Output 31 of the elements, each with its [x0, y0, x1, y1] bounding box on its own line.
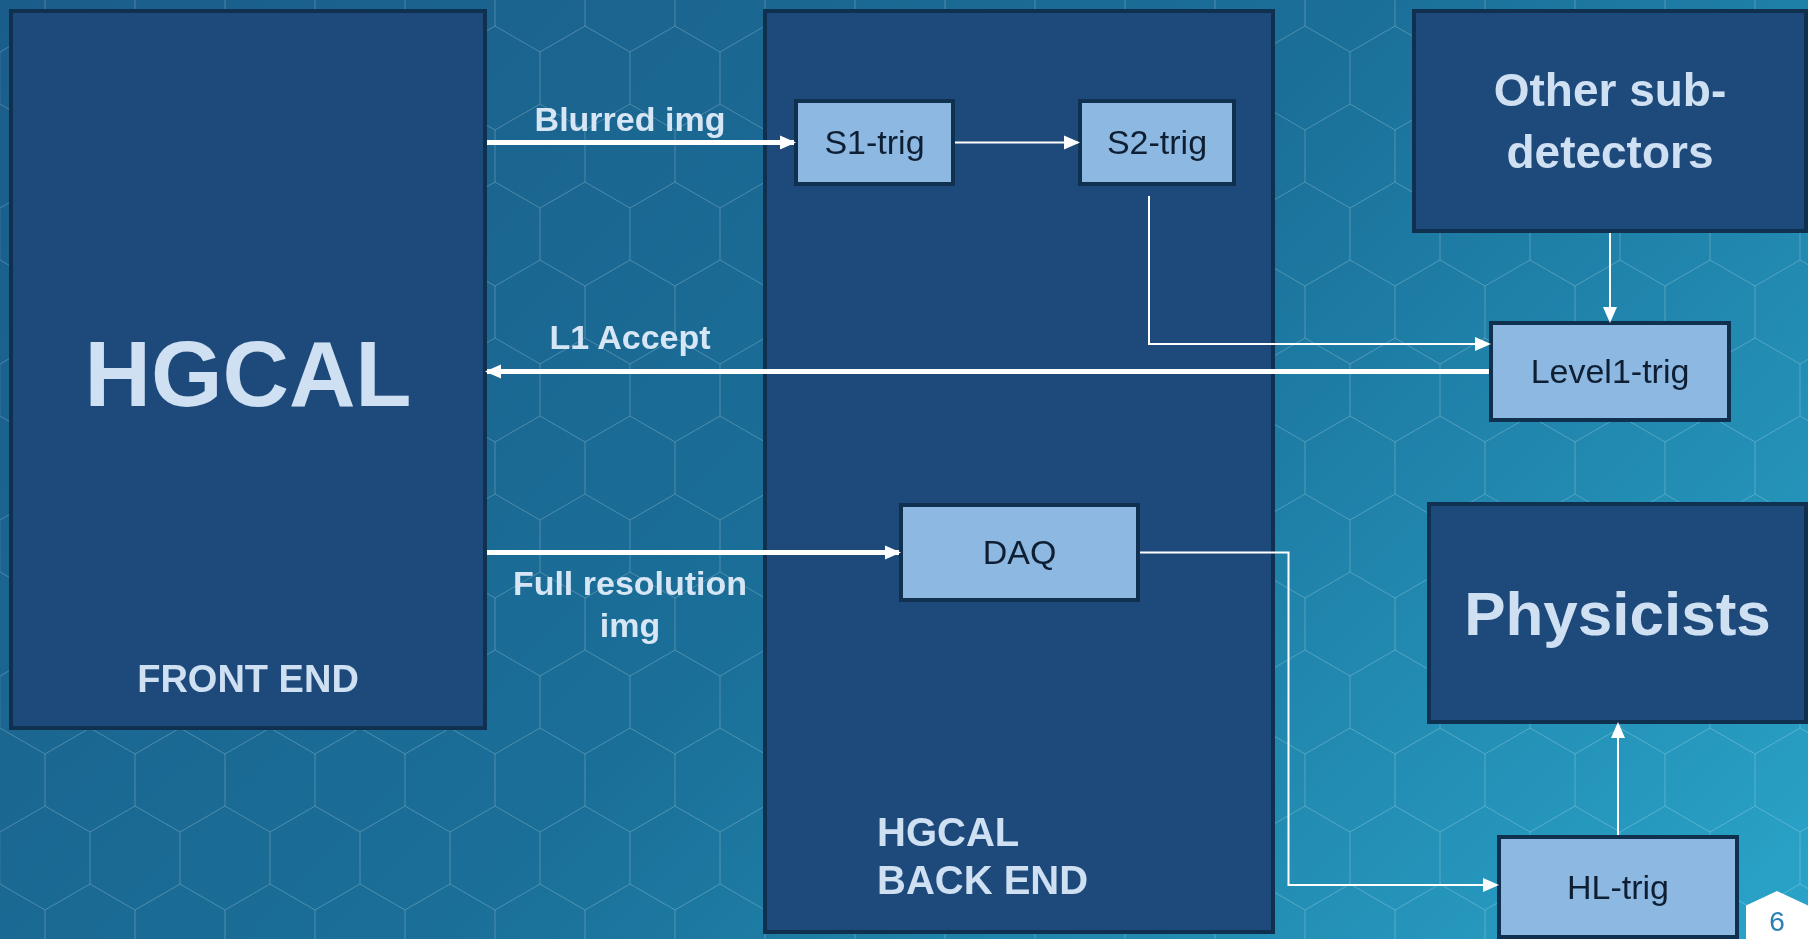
process-box	[899, 503, 1140, 602]
page-number: 6	[1746, 891, 1808, 939]
process-box	[9, 9, 487, 730]
edge-label: Full resolution img	[511, 563, 749, 646]
node-title: HGCAL BACK END	[877, 809, 1090, 904]
process-box	[1427, 502, 1808, 724]
process-box	[794, 99, 955, 186]
node-label: DAQ	[982, 532, 1057, 573]
arrow	[1148, 195, 1491, 351]
arrow	[1139, 551, 1499, 892]
process-box	[1078, 99, 1236, 186]
arrow	[485, 364, 1489, 379]
process-box	[1489, 321, 1731, 422]
process-box	[1497, 835, 1739, 939]
edge-label: L1 Accept	[548, 317, 712, 358]
arrow	[1603, 232, 1617, 323]
process-box	[1412, 9, 1808, 233]
node-label: HL-trig	[1567, 866, 1669, 908]
arrow	[954, 135, 1080, 150]
edge-label: Blurred img	[533, 99, 727, 140]
group-box	[763, 9, 1275, 934]
node-label: Level1-trig	[1530, 351, 1690, 392]
node-title: HGCAL	[84, 328, 412, 420]
arrow	[1611, 722, 1625, 836]
node-label: S1-trig	[824, 122, 925, 163]
node-title: Other sub-detectors	[1492, 63, 1728, 180]
arrow	[487, 135, 796, 150]
node-subtitle: FRONT END	[137, 657, 359, 702]
arrow	[487, 545, 901, 560]
node-label: S2-trig	[1106, 122, 1208, 163]
node-title: Physicists	[1464, 577, 1771, 650]
